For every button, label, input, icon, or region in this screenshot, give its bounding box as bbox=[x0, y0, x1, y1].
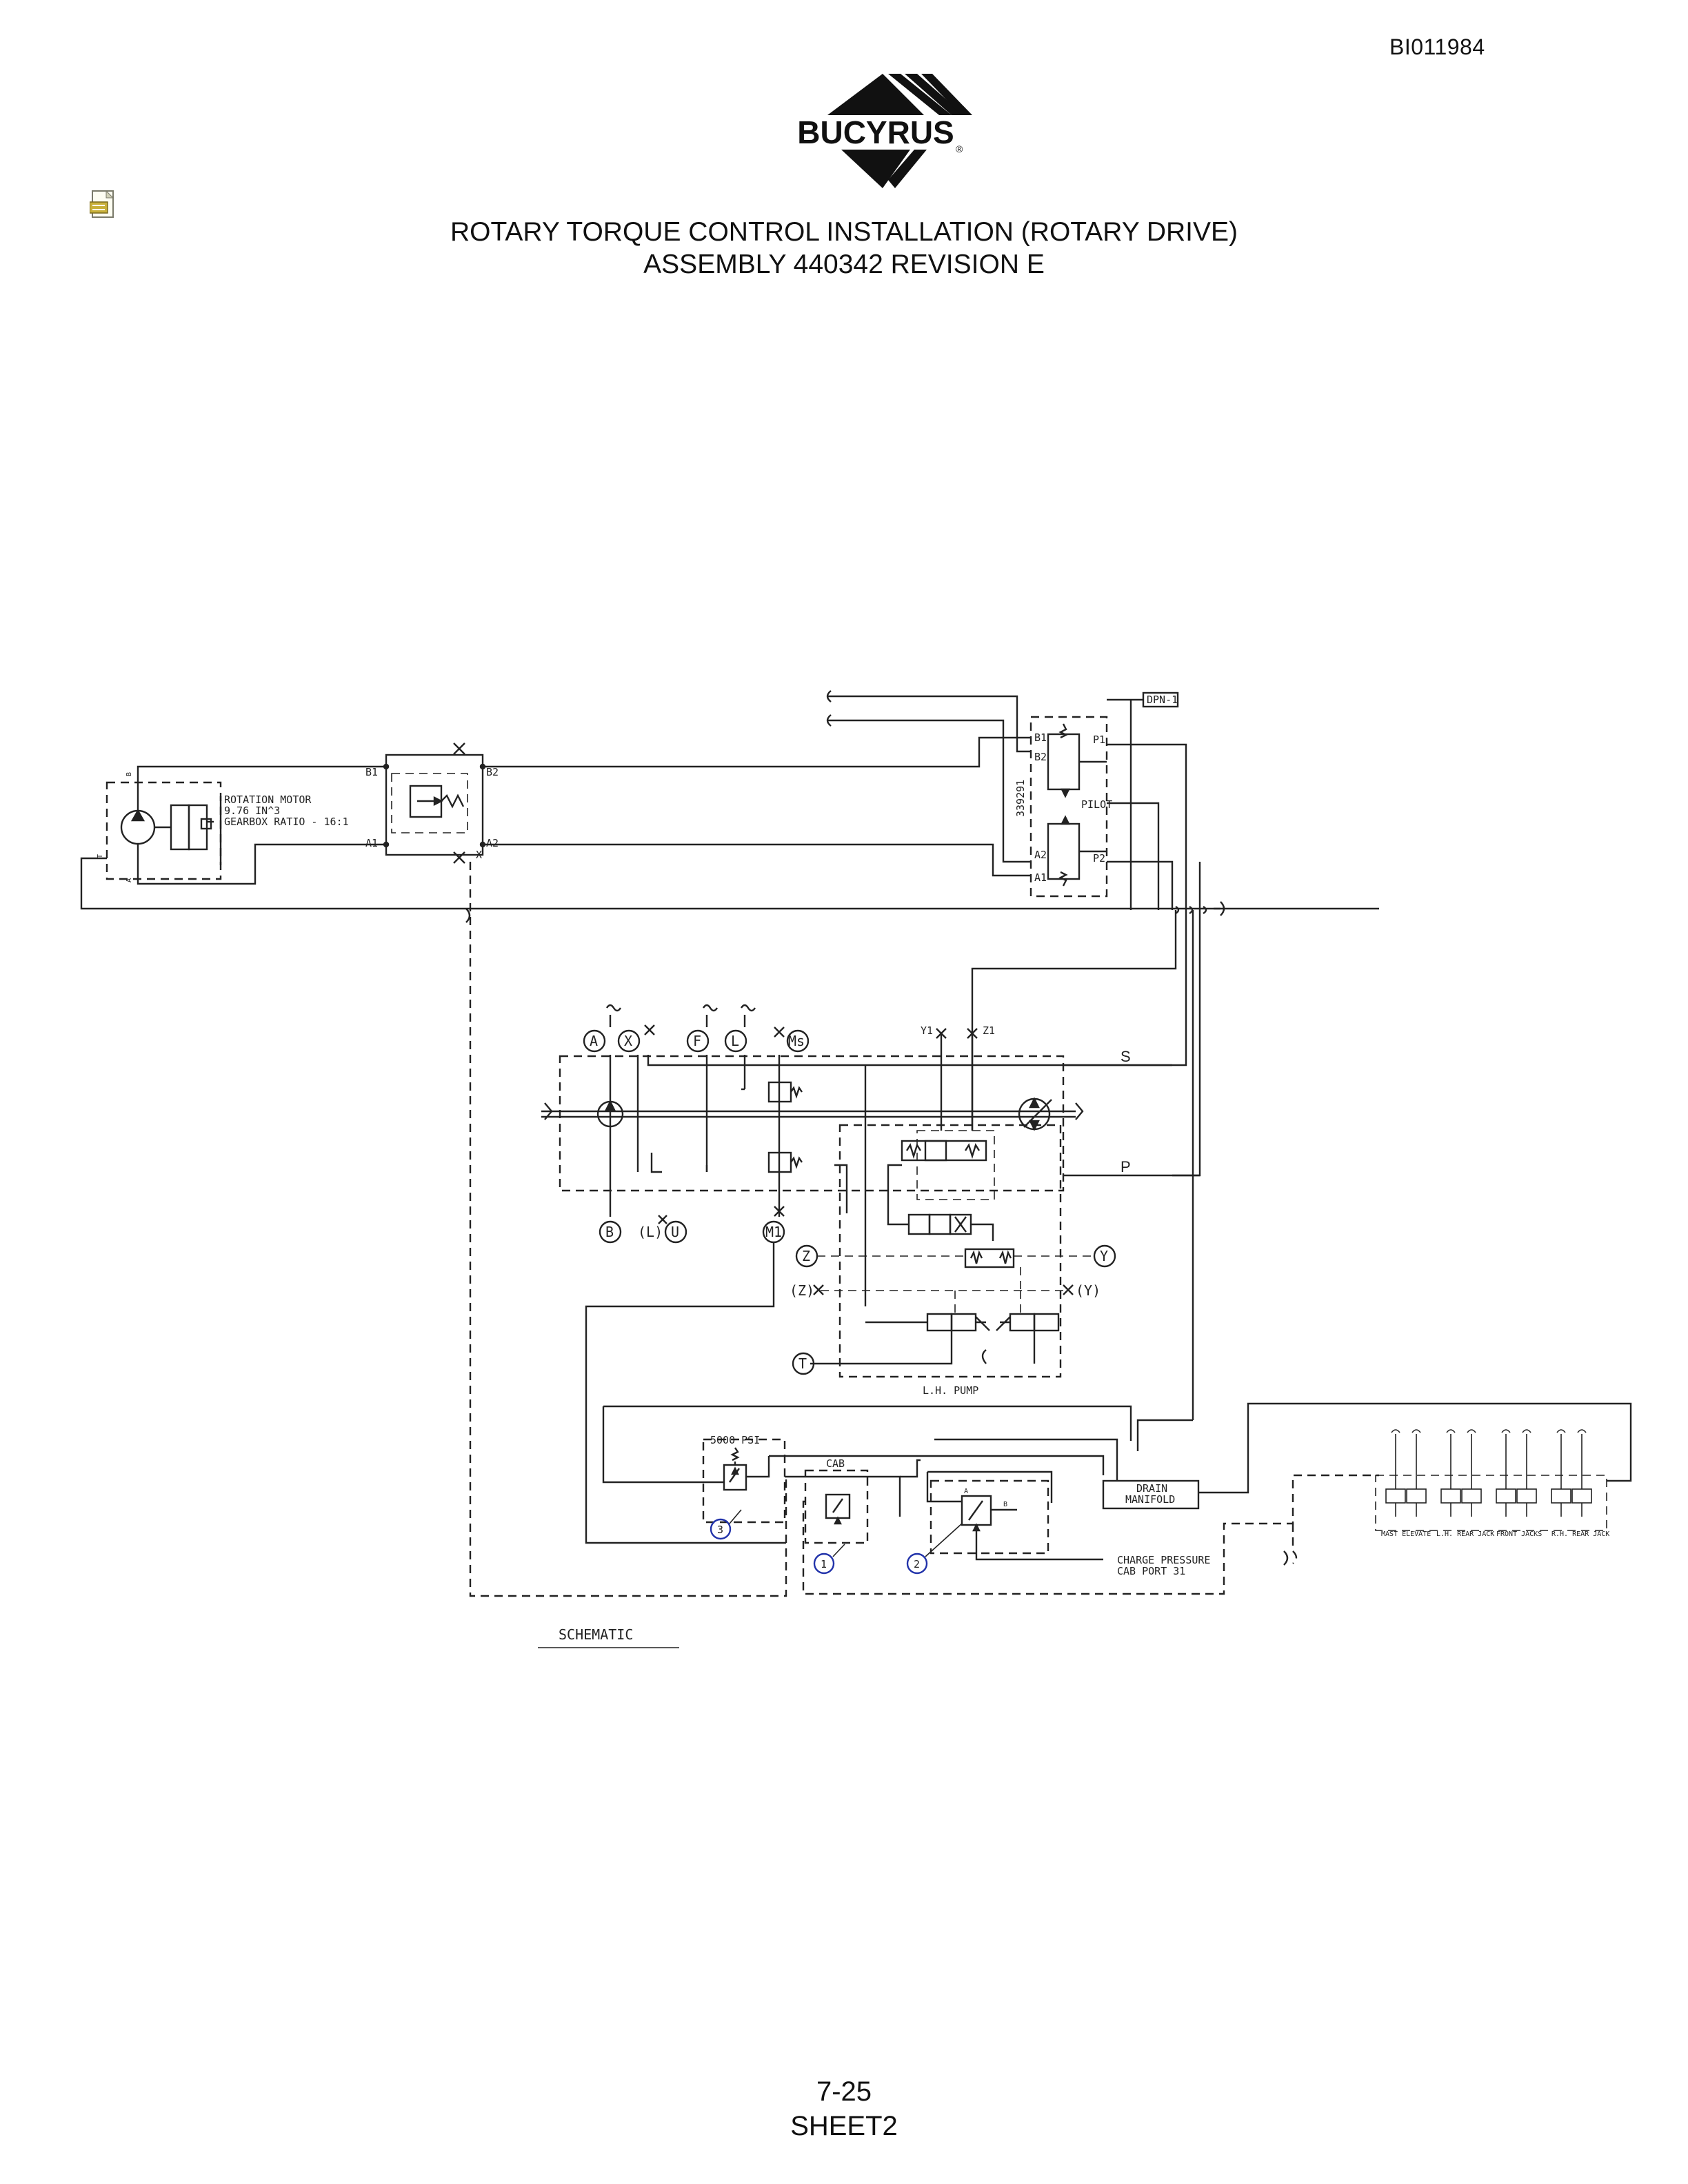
lh-pump bbox=[541, 1004, 1172, 1378]
svg-text:B2: B2 bbox=[486, 766, 499, 778]
svg-text:SCHEMATIC: SCHEMATIC bbox=[559, 1626, 633, 1643]
svg-text:(L): (L) bbox=[638, 1224, 663, 1240]
svg-text:P: P bbox=[1121, 1158, 1131, 1175]
svg-text:P2: P2 bbox=[1093, 852, 1105, 865]
svg-text:P1: P1 bbox=[1093, 734, 1105, 746]
charge-valve: B A 2 bbox=[906, 1479, 1103, 1575]
title-line-2: ASSEMBLY 440342 REVISION E bbox=[643, 250, 1045, 279]
rotation-motor-group: B A T bbox=[97, 772, 222, 882]
svg-text:T: T bbox=[97, 854, 104, 858]
svg-text:5000 PSI: 5000 PSI bbox=[710, 1434, 760, 1446]
svg-text:A1: A1 bbox=[365, 837, 378, 849]
svg-text:R.H. REAR JACK: R.H. REAR JACK bbox=[1551, 1530, 1609, 1538]
svg-text:X: X bbox=[476, 849, 482, 861]
svg-text:(Z): (Z) bbox=[790, 1282, 814, 1299]
svg-text:S: S bbox=[1121, 1048, 1131, 1065]
svg-text:M1: M1 bbox=[765, 1224, 782, 1240]
svg-text:B1: B1 bbox=[365, 766, 378, 778]
cab-valve: CAB 1 bbox=[804, 1457, 869, 1575]
counterbalance-valve: B1 B2 A1 A2 X bbox=[365, 742, 499, 864]
svg-text:MANIFOLD: MANIFOLD bbox=[1125, 1493, 1175, 1506]
svg-text:MAST ELEVATE: MAST ELEVATE bbox=[1381, 1530, 1431, 1538]
svg-text:L: L bbox=[731, 1033, 739, 1049]
schematic-caption: SCHEMATIC bbox=[538, 1626, 679, 1648]
motor-label: ROTATION MOTOR 9.76 IN^3 GEARBOX RATIO -… bbox=[224, 793, 349, 828]
relief-valve: 5000 PSI 3 bbox=[690, 1434, 786, 1540]
title-line-1: ROTARY TORQUE CONTROL INSTALLATION (ROTA… bbox=[450, 217, 1238, 247]
svg-text:CHARGE PRESSURE: CHARGE PRESSURE bbox=[1117, 1554, 1210, 1566]
directional-manifold: B1 B2 A2 A1 P1 P2 PILOT 339291 bbox=[1014, 716, 1112, 898]
svg-text:L.H. PUMP: L.H. PUMP bbox=[923, 1384, 978, 1397]
svg-text:DPN-1: DPN-1 bbox=[1147, 694, 1178, 706]
charge-pressure-label: CHARGE PRESSURE CAB PORT 31 bbox=[1117, 1554, 1210, 1577]
svg-text:T: T bbox=[798, 1355, 807, 1372]
svg-text:Z: Z bbox=[802, 1248, 810, 1264]
bucyrus-logo: BUCYRUS ® bbox=[797, 74, 972, 188]
svg-text:CAB PORT 31: CAB PORT 31 bbox=[1117, 1565, 1185, 1577]
svg-text:339291: 339291 bbox=[1014, 780, 1027, 817]
document-icon[interactable] bbox=[90, 190, 119, 220]
svg-text:PILOT: PILOT bbox=[1081, 798, 1112, 811]
svg-text:3: 3 bbox=[717, 1524, 723, 1536]
svg-text:B: B bbox=[1003, 1501, 1007, 1508]
svg-text:CAB: CAB bbox=[826, 1457, 845, 1470]
svg-text:A: A bbox=[590, 1033, 598, 1049]
svg-text:A1: A1 bbox=[1034, 871, 1047, 884]
svg-text:A: A bbox=[125, 878, 133, 882]
page-number: 7-25 bbox=[816, 2076, 872, 2107]
valve-bank: MAST ELEVATE L.H. REAR JACK FRONT JACKS … bbox=[1375, 1429, 1609, 1538]
document-id: BI011984 bbox=[1389, 34, 1485, 59]
svg-text:U: U bbox=[671, 1224, 679, 1240]
svg-text:B2: B2 bbox=[1034, 751, 1047, 763]
svg-text:Z1: Z1 bbox=[983, 1024, 995, 1037]
svg-text:L.H. REAR JACK: L.H. REAR JACK bbox=[1436, 1530, 1494, 1538]
svg-text:X: X bbox=[624, 1033, 632, 1049]
svg-text:ROTATION MOTOR: ROTATION MOTOR bbox=[224, 793, 312, 806]
svg-text:A2: A2 bbox=[1034, 849, 1047, 861]
svg-text:Y: Y bbox=[1100, 1248, 1108, 1264]
svg-text:A: A bbox=[964, 1488, 968, 1495]
svg-text:B: B bbox=[605, 1224, 614, 1240]
svg-text:A2: A2 bbox=[486, 837, 499, 849]
dpn-tag: DPN-1 bbox=[1107, 691, 1179, 708]
svg-text:FRONT JACKS: FRONT JACKS bbox=[1496, 1530, 1542, 1538]
sheet-label: SHEET2 bbox=[790, 2111, 898, 2141]
svg-text:B: B bbox=[125, 772, 133, 776]
svg-text:Ms: Ms bbox=[788, 1033, 805, 1049]
pump-ports: A X F L Ms B (L) U M1 Y1 Z1 S P Z Y (Z) … bbox=[583, 1024, 1131, 1397]
svg-text:F: F bbox=[693, 1033, 701, 1049]
svg-text:DRAIN: DRAIN bbox=[1136, 1482, 1167, 1495]
svg-text:B1: B1 bbox=[1034, 731, 1047, 744]
svg-text:Y1: Y1 bbox=[921, 1024, 933, 1037]
svg-text:(Y): (Y) bbox=[1076, 1282, 1101, 1299]
svg-text:®: ® bbox=[956, 143, 963, 154]
logo-wordmark: BUCYRUS bbox=[797, 114, 954, 150]
drain-manifold: DRAIN MANIFOLD bbox=[1102, 1402, 1632, 1510]
svg-text:9.76 IN^3: 9.76 IN^3 bbox=[224, 805, 280, 817]
svg-text:GEARBOX RATIO - 16:1: GEARBOX RATIO - 16:1 bbox=[224, 816, 349, 828]
svg-text:2: 2 bbox=[914, 1558, 920, 1570]
svg-text:1: 1 bbox=[821, 1558, 827, 1570]
